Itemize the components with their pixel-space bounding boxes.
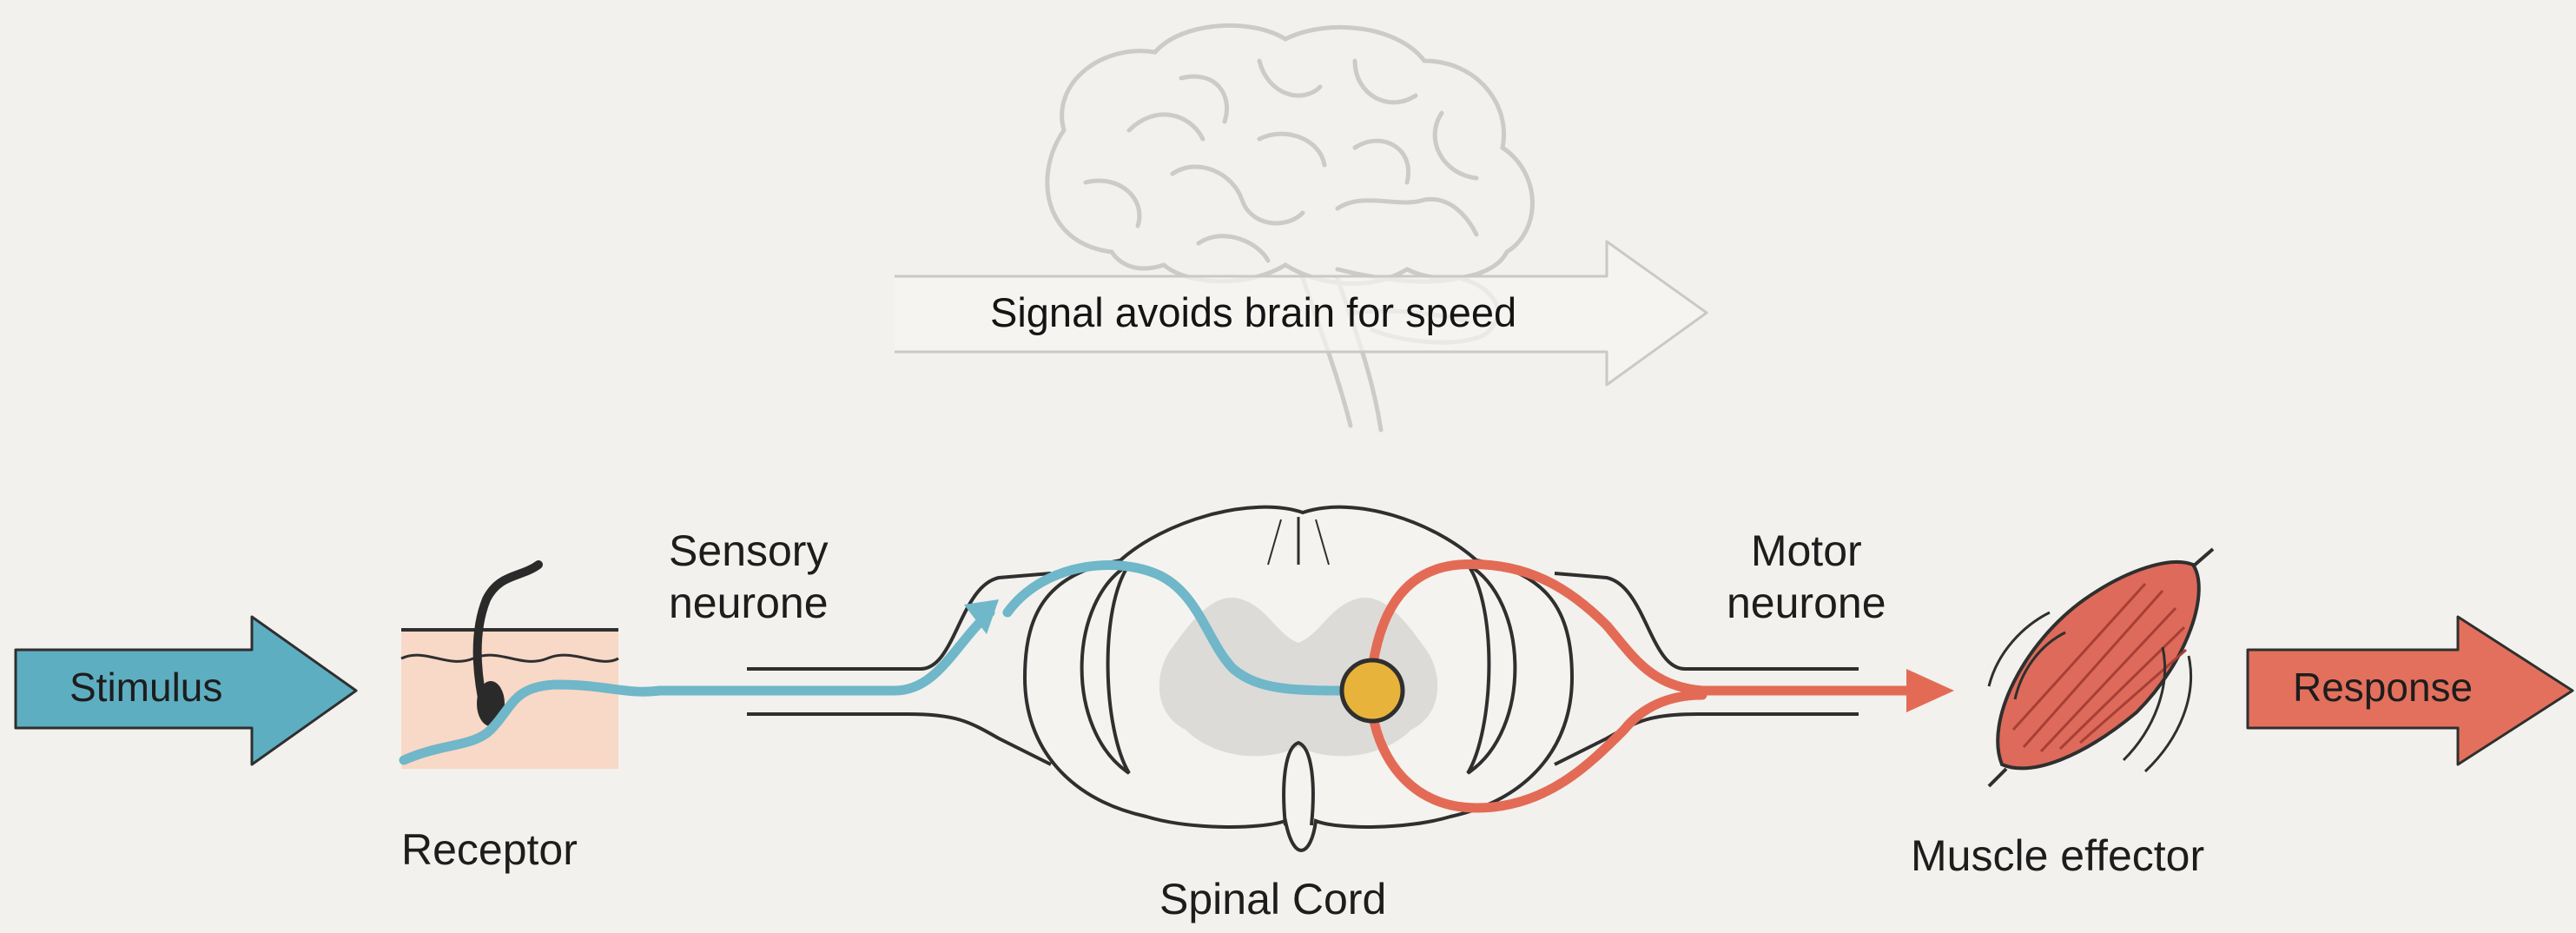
sensory-neurone-label: Sensory neurone — [669, 525, 829, 629]
bypass-label: Signal avoids brain for speed — [990, 288, 1516, 336]
muscle-effector-label: Muscle effector — [1911, 830, 2204, 882]
motor-neurone-label: Motor neurone — [1727, 525, 1886, 629]
response-label: Response — [2293, 664, 2473, 711]
synapse-dot — [1342, 660, 1403, 721]
receptor-skin — [401, 565, 618, 769]
motor-label-line2: neurone — [1727, 577, 1886, 629]
spinal-cord-illustration — [747, 507, 1859, 850]
spinal-cord-label: Spinal Cord — [1159, 873, 1386, 925]
receptor-label: Receptor — [401, 824, 578, 876]
stimulus-label: Stimulus — [69, 664, 222, 711]
brain-illustration — [1047, 25, 1533, 430]
sensory-label-line2: neurone — [669, 577, 829, 629]
sensory-label-line1: Sensory — [669, 525, 829, 577]
motor-label-line1: Motor — [1727, 525, 1886, 577]
muscle-effector — [1989, 549, 2213, 786]
